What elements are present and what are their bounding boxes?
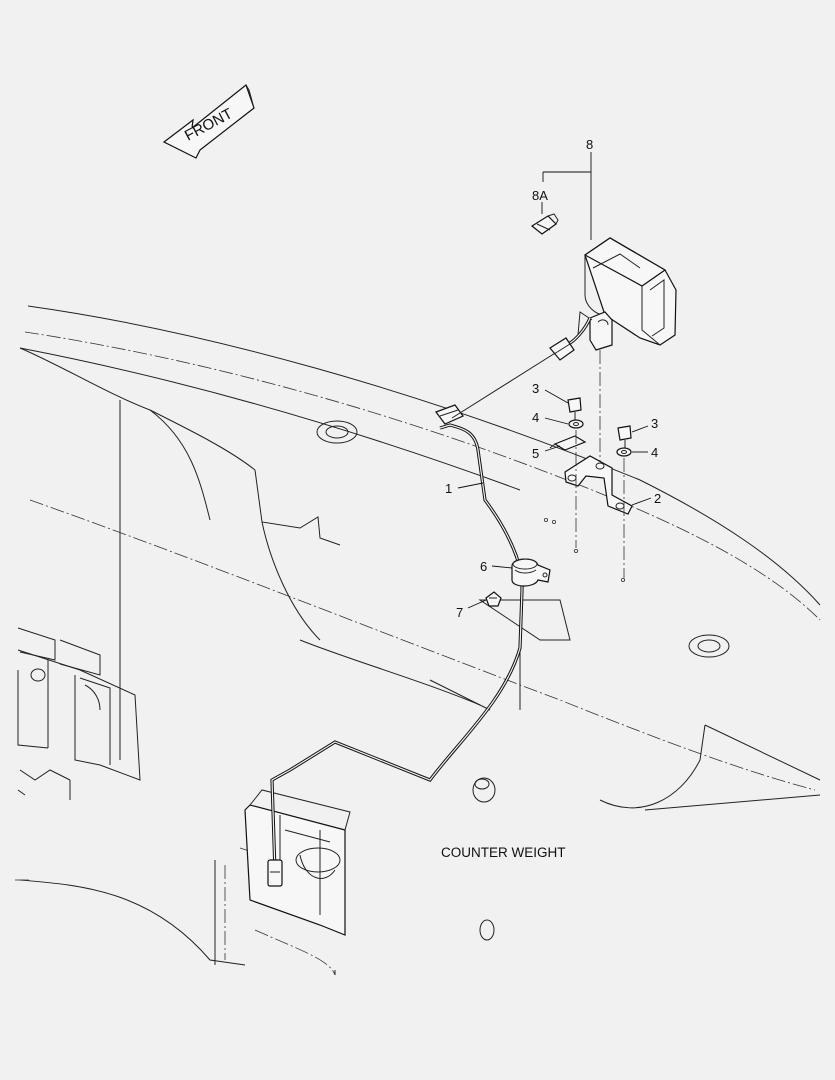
counter-weight-outline	[15, 305, 821, 976]
counter-weight-caption: COUNTER WEIGHT	[441, 845, 566, 860]
left-bracket	[17, 627, 141, 800]
callout-leaders	[457, 152, 652, 609]
bolts-washers-bracket	[549, 397, 633, 578]
bulb	[530, 213, 559, 235]
grommet-and-clip	[485, 558, 551, 607]
callout-4-right: 4	[651, 445, 658, 460]
callout-6: 6	[480, 559, 487, 574]
callout-3-left: 3	[532, 381, 539, 396]
callout-7: 7	[456, 605, 463, 620]
wire-harness	[267, 349, 561, 887]
counter-weight-holes	[316, 420, 730, 941]
front-direction-arrow: FRONT	[162, 84, 255, 159]
callout-5: 5	[532, 446, 539, 461]
callout-8: 8	[586, 137, 593, 152]
callout-3-right: 3	[651, 416, 658, 431]
callout-1: 1	[445, 481, 452, 496]
callout-2: 2	[654, 491, 661, 506]
callout-labels: 8 8A 3 4 5 3 4 2 1 6 7	[445, 137, 661, 620]
lower-connector-mount	[244, 789, 351, 936]
callout-8a: 8A	[532, 188, 548, 203]
callout-4-left: 4	[532, 410, 539, 425]
work-light-assembly	[549, 237, 677, 462]
